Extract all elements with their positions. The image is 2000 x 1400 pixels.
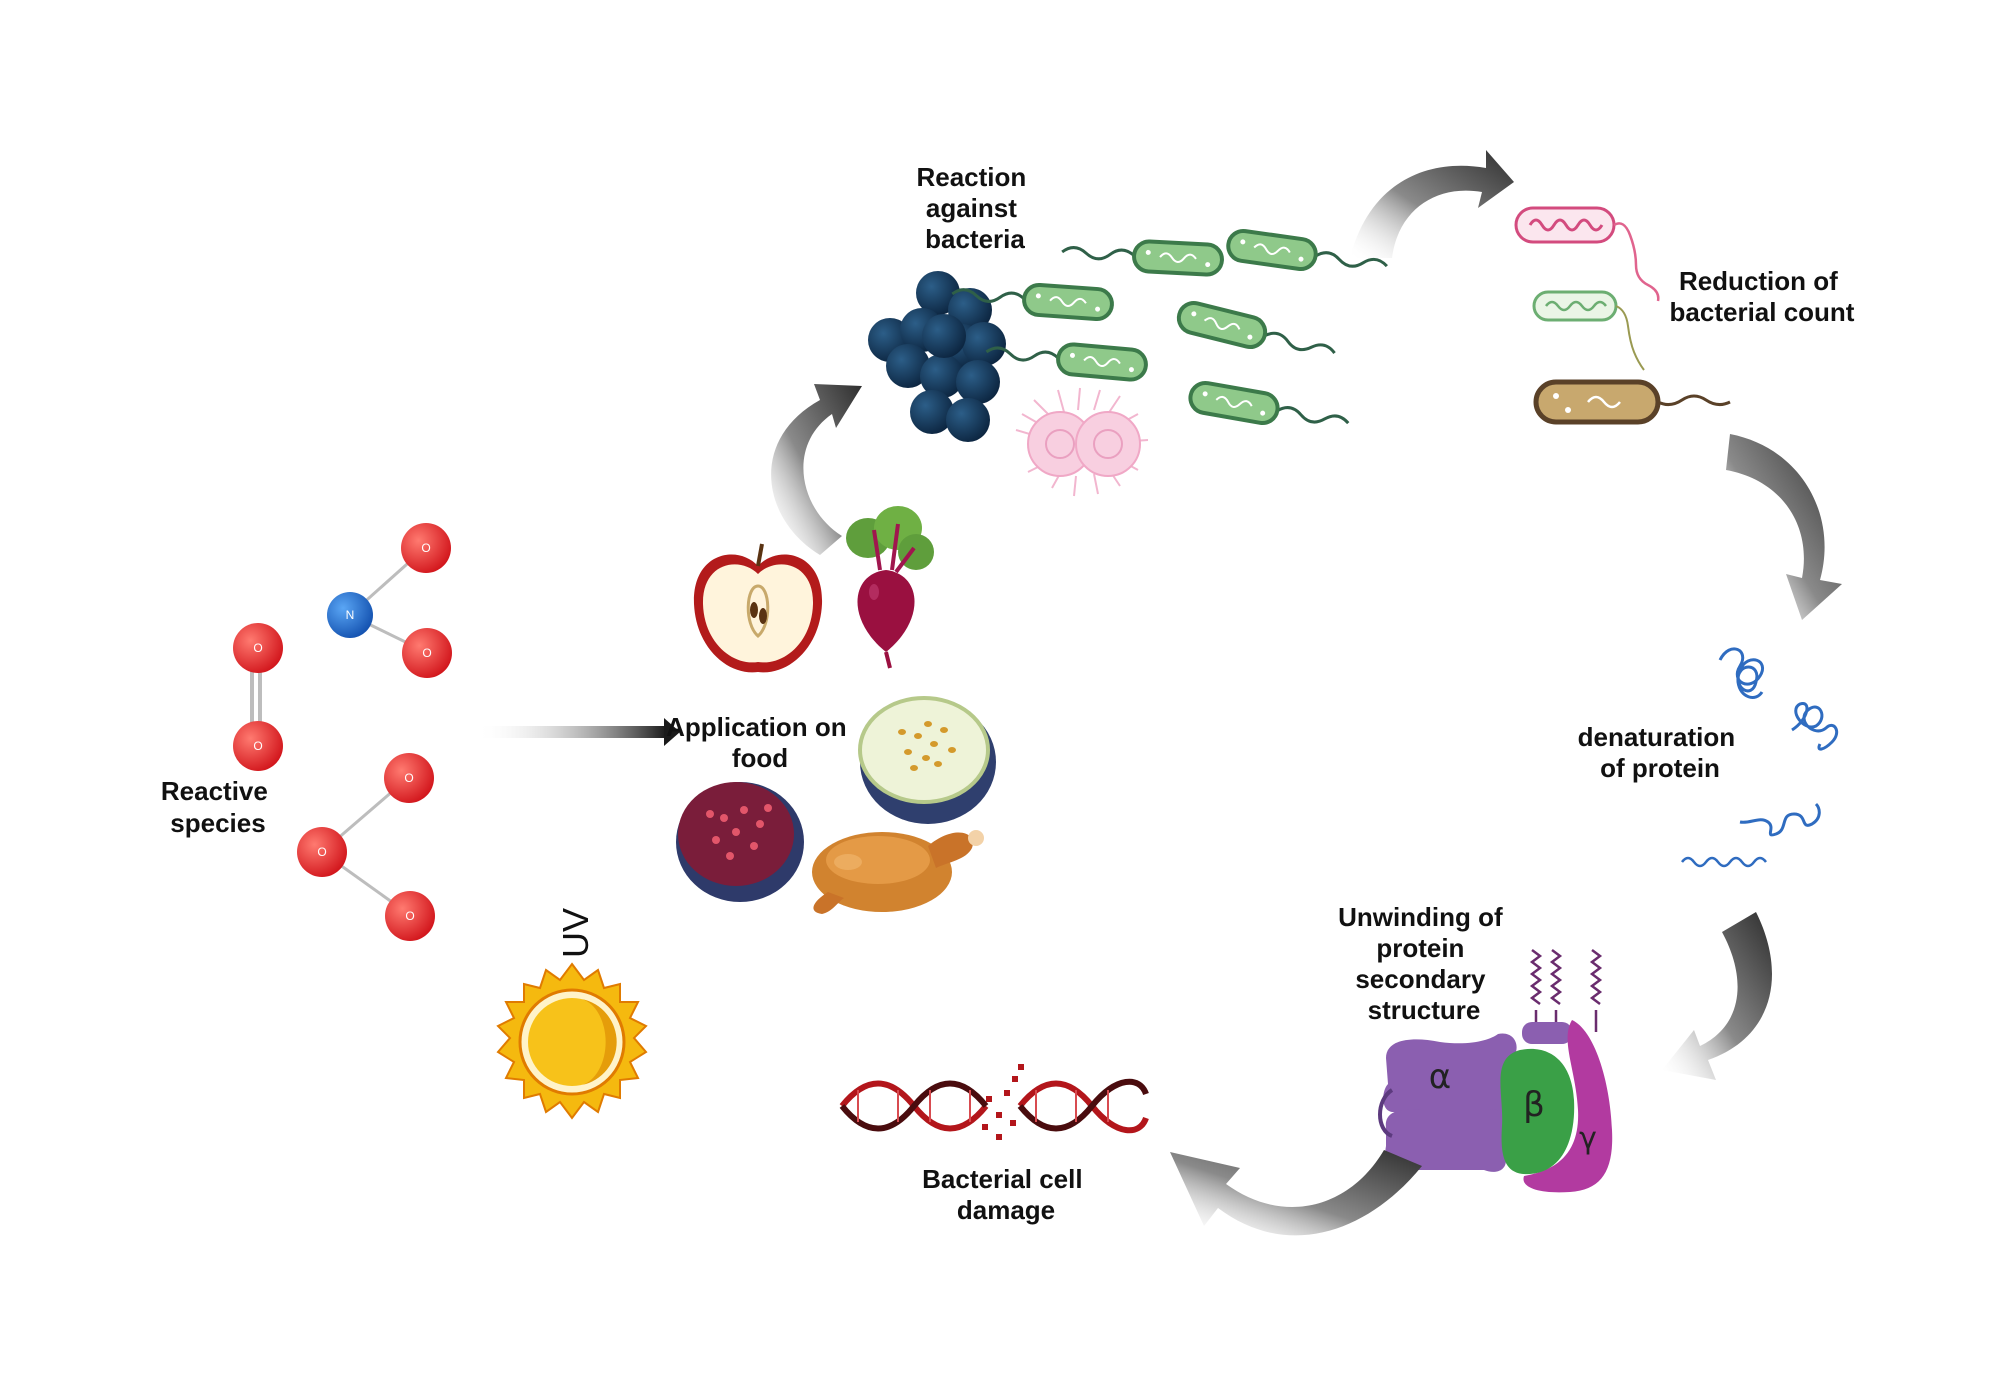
bacteria-group: Reaction against bacteria xyxy=(868,162,1390,497)
o2-molecule: O O xyxy=(233,623,283,771)
cocci-icon xyxy=(868,271,1006,442)
atom-label: O xyxy=(253,641,262,655)
oxygen-atom-icon xyxy=(297,827,347,877)
dna-helix-icon xyxy=(839,1064,1149,1140)
beta-subunit-label: β xyxy=(1523,1085,1545,1125)
uv-group: UV xyxy=(496,908,648,1120)
protein-coil-icon xyxy=(1791,702,1839,751)
unwinding-label: Unwinding of protein secondary structure xyxy=(1338,902,1510,1025)
atom-label: O xyxy=(422,646,431,660)
application-label: Application on food xyxy=(666,712,854,773)
alpha-subunit-label: α xyxy=(1429,1057,1451,1097)
oxygen-atom-icon xyxy=(402,628,452,678)
bacillus-icon xyxy=(950,227,1390,430)
protein-coil-icon xyxy=(1681,856,1767,868)
apple-icon xyxy=(693,543,823,673)
atom-label: N xyxy=(346,608,355,622)
protein-coil-icon xyxy=(1739,802,1821,837)
oxygen-atom-icon xyxy=(233,623,283,673)
denaturation-group: denaturation of protein xyxy=(1578,647,1839,868)
fig-icon xyxy=(676,782,804,902)
unwinding-group: α β γ Unwinding of protein secondary str… xyxy=(1338,902,1613,1193)
diplococcus-icon xyxy=(1015,387,1149,497)
atp-synthase-icon: α β γ xyxy=(1378,949,1613,1193)
reaction-label: Reaction against bacteria xyxy=(916,162,1033,254)
reactive-species-label: Reactive species xyxy=(161,776,275,838)
arrow-food-to-bacteria xyxy=(771,384,862,555)
lysed-bacterium-icon xyxy=(1532,290,1645,371)
oxygen-atom-icon xyxy=(384,753,434,803)
food-group: Application on food xyxy=(666,506,996,914)
no2-molecule: O O N xyxy=(327,523,452,678)
lysed-bacterium-icon xyxy=(1514,206,1660,302)
beet-icon xyxy=(846,506,934,669)
melon-icon xyxy=(858,696,996,824)
atom-label: O xyxy=(317,845,326,859)
denaturation-label: denaturation of protein xyxy=(1578,722,1743,783)
uv-label: UV xyxy=(555,908,596,958)
reduction-label: Reduction of bacterial count xyxy=(1670,266,1855,327)
arrow-unwinding-to-damage xyxy=(1170,1150,1422,1236)
reduction-group: Reduction of bacterial count xyxy=(1514,206,1855,425)
nitrogen-atom-icon xyxy=(327,592,373,638)
oxygen-atom-icon xyxy=(233,721,283,771)
damage-label: Bacterial cell damage xyxy=(922,1164,1090,1225)
atom-label: O xyxy=(404,771,413,785)
atom-label: O xyxy=(421,541,430,555)
arrow-denaturation-to-unwinding xyxy=(1662,912,1772,1080)
atom-label: O xyxy=(405,909,414,923)
arrow-species-to-food xyxy=(476,718,680,746)
oxygen-atom-icon xyxy=(401,523,451,573)
arrow-reduction-to-denaturation xyxy=(1726,434,1842,620)
o3-molecule: O O O xyxy=(297,753,435,941)
atom-label: O xyxy=(253,739,262,753)
chicken-icon xyxy=(812,830,984,914)
bacillus-icon xyxy=(1533,379,1731,425)
oxygen-atom-icon xyxy=(385,891,435,941)
sun-icon xyxy=(496,962,648,1120)
arrow-bacteria-to-reduction xyxy=(1350,150,1514,258)
protein-coil-icon xyxy=(1718,647,1764,699)
gamma-subunit-label: γ xyxy=(1579,1121,1597,1156)
reactive-species-group: O O O O N O O O Reactive spec xyxy=(161,523,452,941)
